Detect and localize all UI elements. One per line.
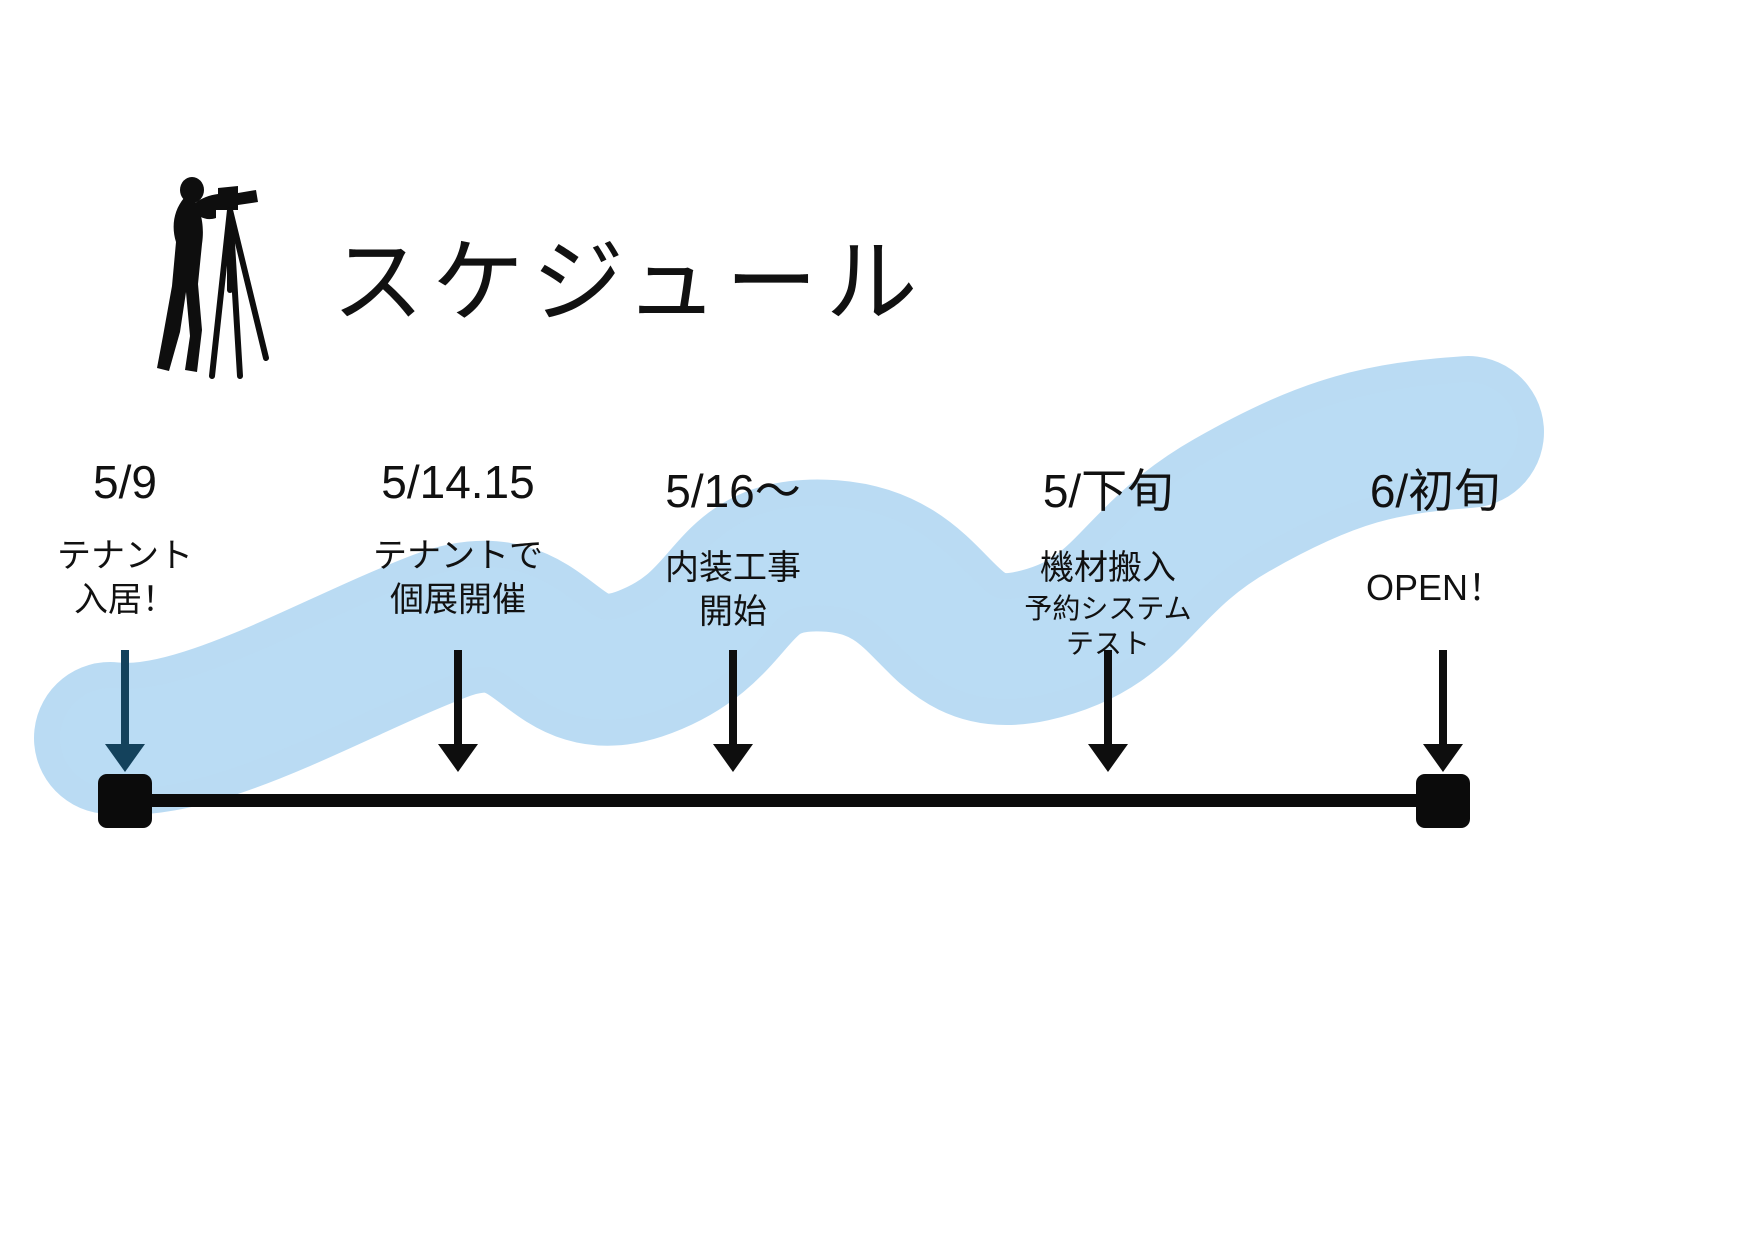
milestone-desc-line: テナントで [373, 537, 543, 575]
milestone-arrow [438, 650, 478, 772]
milestone-arrow [713, 650, 753, 772]
milestone-date: 5/9 [93, 456, 157, 508]
timeline-bar [125, 794, 1443, 807]
milestone-date: 5/下旬 [1042, 465, 1174, 517]
milestone-desc: OPEN！ [1275, 565, 1595, 611]
milestone-open: 6/初旬 OPEN！ [1275, 455, 1595, 611]
milestone-date: 5/14.15 [381, 456, 535, 508]
milestone-equipment-test: 5/下旬 機材搬入 予約システム テスト [948, 455, 1268, 662]
milestone-date: 6/初旬 [1369, 465, 1501, 517]
milestone-desc: 機材搬入 予約システム テスト [948, 547, 1268, 662]
page-title: スケジュール [332, 232, 926, 334]
photographer-icon [157, 177, 269, 379]
milestone-desc-line: テナント [57, 537, 193, 575]
milestone-arrow [105, 650, 145, 772]
milestone-arrow [1423, 650, 1463, 772]
milestone-desc-line: 機材搬入 [1040, 549, 1176, 587]
milestone-desc-line: 内装工事 [665, 549, 801, 587]
milestone-desc-line: テスト [1065, 628, 1150, 660]
milestone-desc-line: 入居！ [74, 580, 176, 619]
milestone-desc-line: OPEN！ [1365, 567, 1505, 608]
milestone-desc: 内装工事 開始 [573, 547, 893, 634]
milestone-date: 5/16〜 [665, 465, 801, 517]
milestone-tenant-movein: 5/9 テナント 入居！ [0, 455, 285, 622]
milestone-arrow [1088, 650, 1128, 772]
milestone-desc: テナントで 個展開催 [298, 535, 618, 622]
milestone-desc-line: 開始 [699, 592, 767, 631]
milestone-desc: テナント 入居！ [0, 535, 285, 622]
milestone-exhibition: 5/14.15 テナントで 個展開催 [298, 455, 618, 622]
timeline-end-cap [1416, 774, 1470, 828]
milestone-desc-line: 予約システム [1024, 592, 1192, 624]
timeline-start-cap [98, 774, 152, 828]
milestone-desc-line: 個展開催 [390, 580, 526, 619]
milestone-interior-work: 5/16〜 内装工事 開始 [573, 455, 893, 634]
